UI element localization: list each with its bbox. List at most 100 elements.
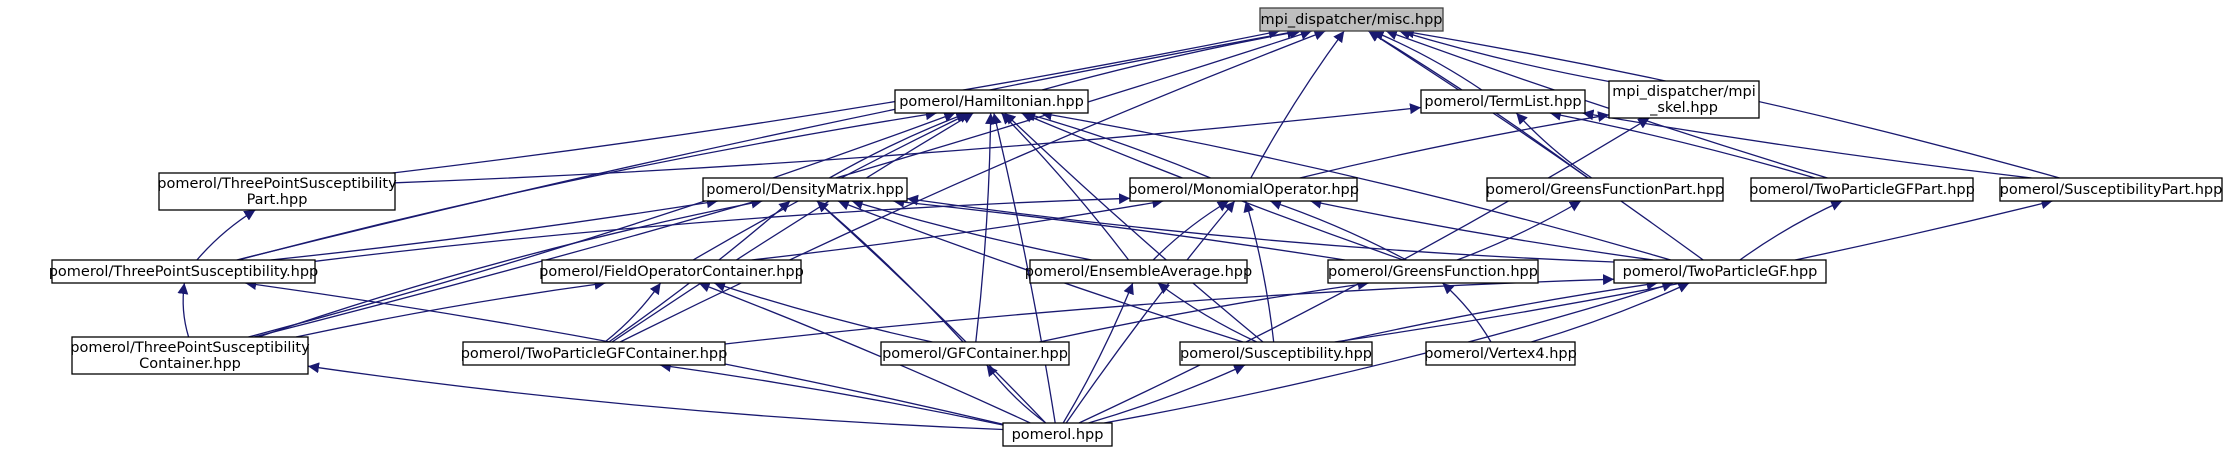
- edge-ens-to-ham: [1000, 112, 1130, 261]
- node-gfpart[interactable]: pomerol/GreensFunctionPart.hpp: [1486, 177, 1725, 202]
- edge-arrow: [713, 281, 933, 343]
- edge-arrow: [196, 209, 256, 261]
- node-box: [880, 341, 1070, 366]
- edge-arrow: [1310, 197, 1654, 261]
- edge-arrow: [1041, 27, 1302, 91]
- edge-arrow: [1338, 279, 1658, 343]
- edge-arrow: [1152, 200, 1230, 261]
- edge-arrow: [238, 109, 937, 261]
- node-box: [1486, 177, 1724, 202]
- node-box: [71, 336, 309, 375]
- node-tpgfc[interactable]: pomerol/TwoParticleGFContainer.hpp: [461, 341, 728, 366]
- node-gfc[interactable]: pomerol/GFContainer.hpp: [880, 341, 1070, 366]
- node-tpgf[interactable]: pomerol/TwoParticleGF.hpp: [1613, 259, 1827, 284]
- edge-susppart-to-termlist: [1582, 109, 2032, 179]
- edge-arrow: [604, 282, 662, 343]
- node-ens[interactable]: pomerol/EnsembleAverage.hpp: [1025, 259, 1252, 284]
- node-label: pomerol/Vertex4.hpp: [1424, 346, 1577, 362]
- edge-tps-to-ham: [238, 109, 937, 261]
- node-label: pomerol/TwoParticleGFPart.hpp: [1749, 182, 1975, 198]
- node-susc[interactable]: pomerol/Susceptibility.hpp: [1179, 341, 1373, 366]
- node-box: [1129, 177, 1358, 202]
- edge-tps-to-tpsp: [196, 209, 256, 261]
- node-box: [1750, 177, 1974, 202]
- edge-susc-to-mono: [1243, 200, 1275, 343]
- edge-arrow: [1062, 282, 1134, 424]
- edge-gfc-to-foc: [713, 281, 933, 343]
- edge-arrow: [990, 112, 1056, 424]
- edge-pom-to-tpgfc: [659, 361, 1004, 426]
- edge-tpsp-to-termlist: [394, 103, 1422, 184]
- edge-arrow: [893, 196, 1346, 261]
- edge-arrow: [1385, 29, 1828, 179]
- edge-arrow: [975, 112, 997, 343]
- node-label: mpi_dispatcher/misc.hpp: [1261, 12, 1443, 28]
- edge-layer: [177, 27, 2060, 431]
- edge-arrow: [659, 361, 1004, 426]
- edge-arrow: [1582, 109, 2032, 179]
- edge-arrow: [724, 274, 1615, 345]
- node-box: [1002, 422, 1113, 447]
- node-pom[interactable]: pomerol.hpp: [1002, 422, 1113, 447]
- edge-arrow: [816, 200, 964, 343]
- edge-tpgf-to-dm: [906, 194, 1615, 263]
- edge-tps-to-mono: [314, 193, 1131, 262]
- edge-pom-to-susc: [1088, 364, 1246, 424]
- node-label: pomerol/GFContainer.hpp: [882, 346, 1068, 362]
- edge-arrow: [394, 103, 1422, 184]
- node-label: pomerol/MonomialOperator.hpp: [1128, 182, 1359, 198]
- edge-arrow: [1243, 200, 1275, 343]
- node-foc[interactable]: pomerol/FieldOperatorContainer.hpp: [539, 259, 804, 284]
- node-label: pomerol/FieldOperatorContainer.hpp: [539, 264, 804, 280]
- edge-gfpart-to-termlist: [1515, 112, 1593, 179]
- node-label: mpi_dispatcher/mpi: [1612, 84, 1755, 100]
- edge-ham-to-misc: [1041, 27, 1302, 91]
- edge-gf-to-dm: [893, 196, 1346, 261]
- edge-susc-to-ham: [1004, 112, 1264, 343]
- edge-arrow: [1039, 279, 1369, 343]
- node-misc[interactable]: mpi_dispatcher/misc.hpp: [1259, 7, 1444, 32]
- node-termlist[interactable]: pomerol/TermList.hpp: [1420, 89, 1586, 114]
- edge-v4-to-tpgf: [1531, 282, 1690, 343]
- edge-arrow: [1299, 111, 1610, 179]
- node-gf[interactable]: pomerol/GreensFunction.hpp: [1327, 259, 1539, 284]
- edge-arrow: [1004, 112, 1264, 343]
- node-label: pomerol/ThreePointSusceptibility: [157, 176, 397, 192]
- edge-tpgf-to-tpgfpart: [1739, 200, 1843, 261]
- node-ham[interactable]: pomerol/Hamiltonian.hpp: [894, 89, 1089, 114]
- edge-arrow: [1040, 109, 1671, 261]
- edge-tpsc-to-dm: [258, 197, 763, 338]
- edge-arrow: [698, 281, 1031, 424]
- node-label: pomerol/GreensFunctionPart.hpp: [1486, 182, 1725, 198]
- node-box: [1327, 259, 1539, 284]
- edge-tpsc-to-foc: [295, 279, 606, 338]
- edge-tpgf-to-ham: [1040, 109, 1671, 261]
- edge-arrow: [270, 197, 718, 261]
- edge-pom-to-ens: [1062, 282, 1134, 424]
- edge-pom-to-tpgf: [1104, 281, 1674, 424]
- node-tpsc[interactable]: pomerol/ThreePointSusceptibilityContaine…: [70, 336, 310, 375]
- edge-v4-to-gf: [1442, 282, 1492, 343]
- node-susppart[interactable]: pomerol/SusceptibilityPart.hpp: [1999, 177, 2223, 202]
- node-mono[interactable]: pomerol/MonomialOperator.hpp: [1128, 177, 1359, 202]
- edge-pom-to-ham: [990, 112, 1056, 424]
- edge-arrow: [1515, 112, 1593, 179]
- node-label: Part.hpp: [247, 192, 308, 208]
- edge-arrow: [906, 194, 1615, 263]
- edge-termlist-to-misc: [1372, 30, 1483, 91]
- node-v4[interactable]: pomerol/Vertex4.hpp: [1424, 341, 1577, 366]
- edge-susc-to-tpgf: [1338, 279, 1658, 343]
- node-label: pomerol/Susceptibility.hpp: [1180, 346, 1372, 362]
- node-label: pomerol/DensityMatrix.hpp: [706, 182, 904, 198]
- node-tps[interactable]: pomerol/ThreePointSusceptibility.hpp: [49, 259, 319, 284]
- edge-arrow: [307, 362, 1004, 431]
- node-mpiskel[interactable]: mpi_dispatcher/mpi_skel.hpp: [1608, 80, 1760, 119]
- edge-arrow: [986, 364, 1047, 424]
- edge-tpsp-to-misc: [392, 27, 1280, 174]
- node-box: [1259, 7, 1444, 32]
- edge-arrow: [1269, 199, 1407, 261]
- node-tpgfpart[interactable]: pomerol/TwoParticleGFPart.hpp: [1749, 177, 1975, 202]
- node-dm[interactable]: pomerol/DensityMatrix.hpp: [702, 177, 908, 202]
- edge-arrow: [1442, 282, 1492, 343]
